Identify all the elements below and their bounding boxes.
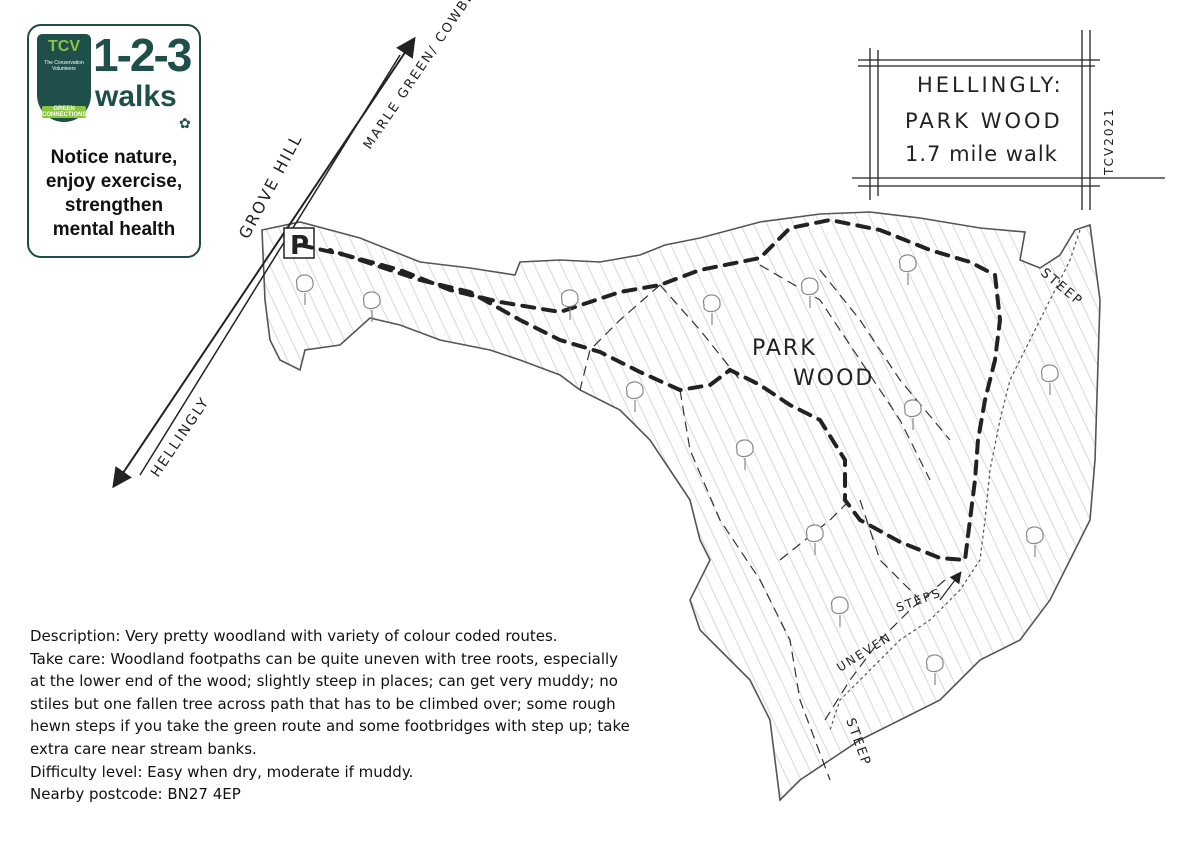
green-connections-label: GREEN CONNECTIONS bbox=[42, 106, 87, 118]
tree-icons bbox=[295, 254, 1059, 685]
tcv-badge-text: TCV bbox=[48, 38, 80, 55]
main-route bbox=[298, 217, 1003, 563]
tcv-badge: TCV The Conservation Volunteers GREEN CO… bbox=[37, 34, 91, 122]
wood-area bbox=[261, 211, 1101, 802]
walks-number: 1-2-3 bbox=[93, 29, 192, 81]
tagline-line: mental health bbox=[52, 219, 176, 240]
tagline-line: Notice nature, bbox=[50, 147, 178, 168]
title-location: HELLINGLY: bbox=[917, 73, 1064, 97]
difficulty-text: Difficulty level: Easy when dry, moderat… bbox=[30, 762, 414, 781]
wood-name-line1: PARK bbox=[752, 336, 817, 361]
take-care-text: Take care: Woodland footpaths can be qui… bbox=[30, 649, 630, 758]
stream bbox=[829, 229, 1081, 731]
tcv-badge-subtext: The Conservation Volunteers bbox=[44, 60, 84, 72]
wood-name-line2: WOOD bbox=[793, 366, 874, 391]
title-distance: 1.7 mile walk bbox=[905, 142, 1058, 166]
butterfly-icon: ✿ bbox=[179, 116, 191, 132]
direction-label-ne: MARLE GREEN/ COWBEECH bbox=[361, 0, 497, 152]
tagline-line: strengthen bbox=[64, 195, 164, 216]
direction-label-sw: HELLINGLY bbox=[148, 394, 213, 480]
description-text: Description: Very pretty woodland with v… bbox=[30, 627, 558, 645]
logo-tagline: Notice nature, enjoy exercise, strengthe… bbox=[33, 146, 195, 242]
logo-card: TCV The Conservation Volunteers GREEN CO… bbox=[27, 24, 201, 258]
postcode-text: Nearby postcode: BN27 4EP bbox=[30, 785, 241, 804]
tagline-line: enjoy exercise, bbox=[45, 171, 183, 192]
parking-box bbox=[283, 227, 315, 259]
walks-word: walks bbox=[95, 80, 177, 113]
title-wood: PARK WOOD bbox=[905, 109, 1063, 133]
thin-paths bbox=[579, 264, 951, 781]
parking-label: P bbox=[290, 231, 311, 261]
walk-description: Description: Very pretty woodland with v… bbox=[30, 625, 630, 806]
title-box: HELLINGLY: PARK WOOD 1.7 mile walk bbox=[875, 57, 1085, 182]
